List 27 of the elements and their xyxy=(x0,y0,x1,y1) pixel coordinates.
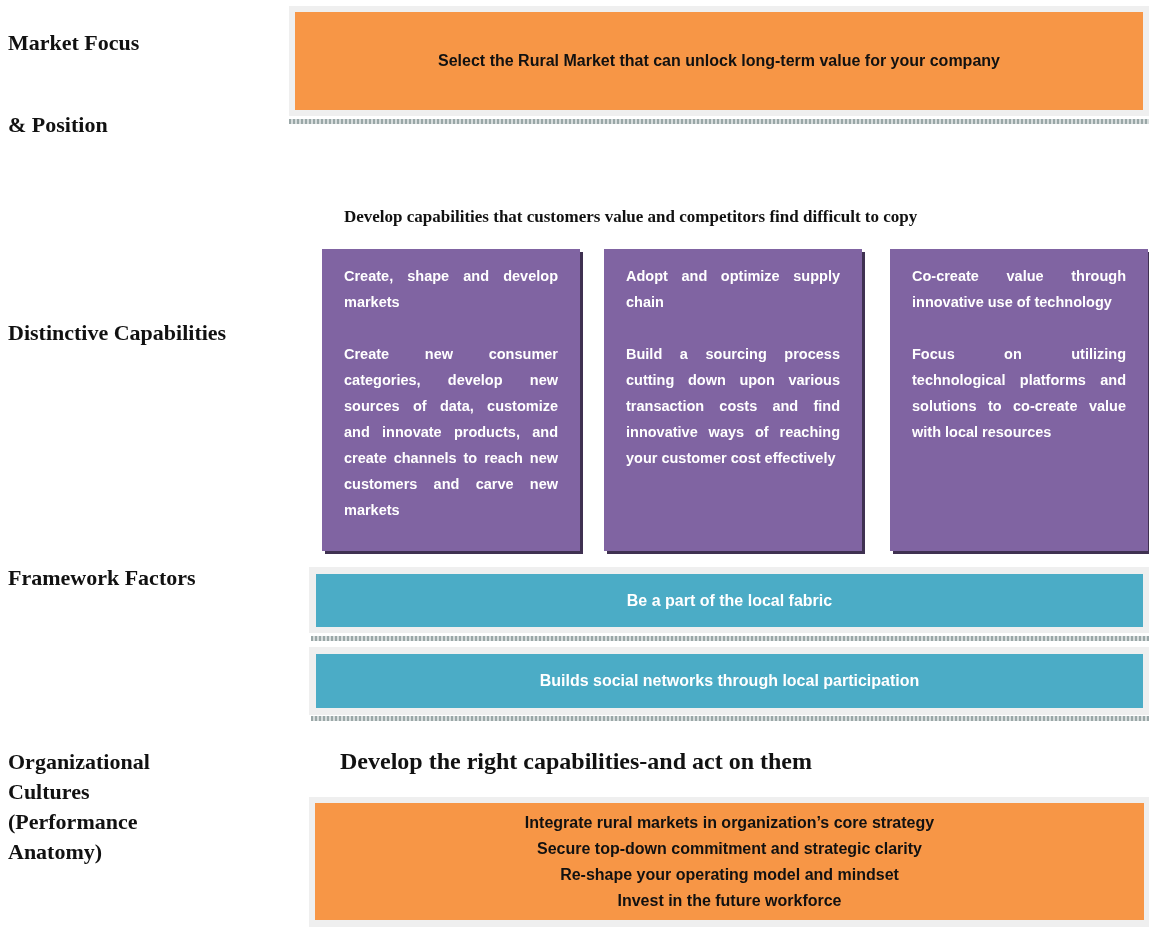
card-body: Build a sourcing process cutting down upon various transaction costs and find innovative ways of reaching your customer cost effectively xyxy=(626,345,840,468)
box-text: Re-shape your operating model and mindset xyxy=(560,864,899,885)
capability-card xyxy=(322,249,580,551)
strategy-box xyxy=(315,803,1144,920)
card-body: Focus on utilizing technological platforms and solutions to co-create value with local resources xyxy=(912,345,1126,442)
section-label: Organizational Cultures (Performance Anatomy) xyxy=(8,748,151,866)
card-body: Create new consumer categories, develop new sources of data, customize and innovate products, and create channels to reach new customers and carve new markets xyxy=(344,345,558,520)
subheading: Develop capabilities that customers value and competitors find difficult to copy xyxy=(344,206,919,228)
factor-bar xyxy=(316,654,1143,708)
section-label: Framework Factors xyxy=(8,564,197,592)
card-heading: Co-create value through innovative use of technology xyxy=(912,267,1126,312)
box-text: Invest in the future workforce xyxy=(617,890,842,911)
factor-bar xyxy=(316,574,1143,627)
box-text: Secure top-down commitment and strategic clarity xyxy=(537,838,922,859)
strategy-box xyxy=(295,12,1143,110)
section-label: Distinctive Capabilities xyxy=(8,319,228,347)
capability-card xyxy=(890,249,1148,551)
box-text: Builds social networks through local participation xyxy=(539,672,920,690)
section-label: & Position xyxy=(8,111,109,139)
subheading: Develop the right capabilities-and act on them xyxy=(340,747,813,776)
box-text: Be a part of the local fabric xyxy=(626,591,833,610)
capability-card xyxy=(604,249,862,551)
section-label: Market Focus xyxy=(8,29,141,57)
card-heading: Create, shape and develop markets xyxy=(344,267,558,312)
card-heading: Adopt and optimize supply chain xyxy=(626,267,840,312)
box-text: Integrate rural markets in organization’s core strategy xyxy=(524,812,935,833)
box-text: Select the Rural Market that can unlock long-term value for your company xyxy=(438,51,1000,71)
